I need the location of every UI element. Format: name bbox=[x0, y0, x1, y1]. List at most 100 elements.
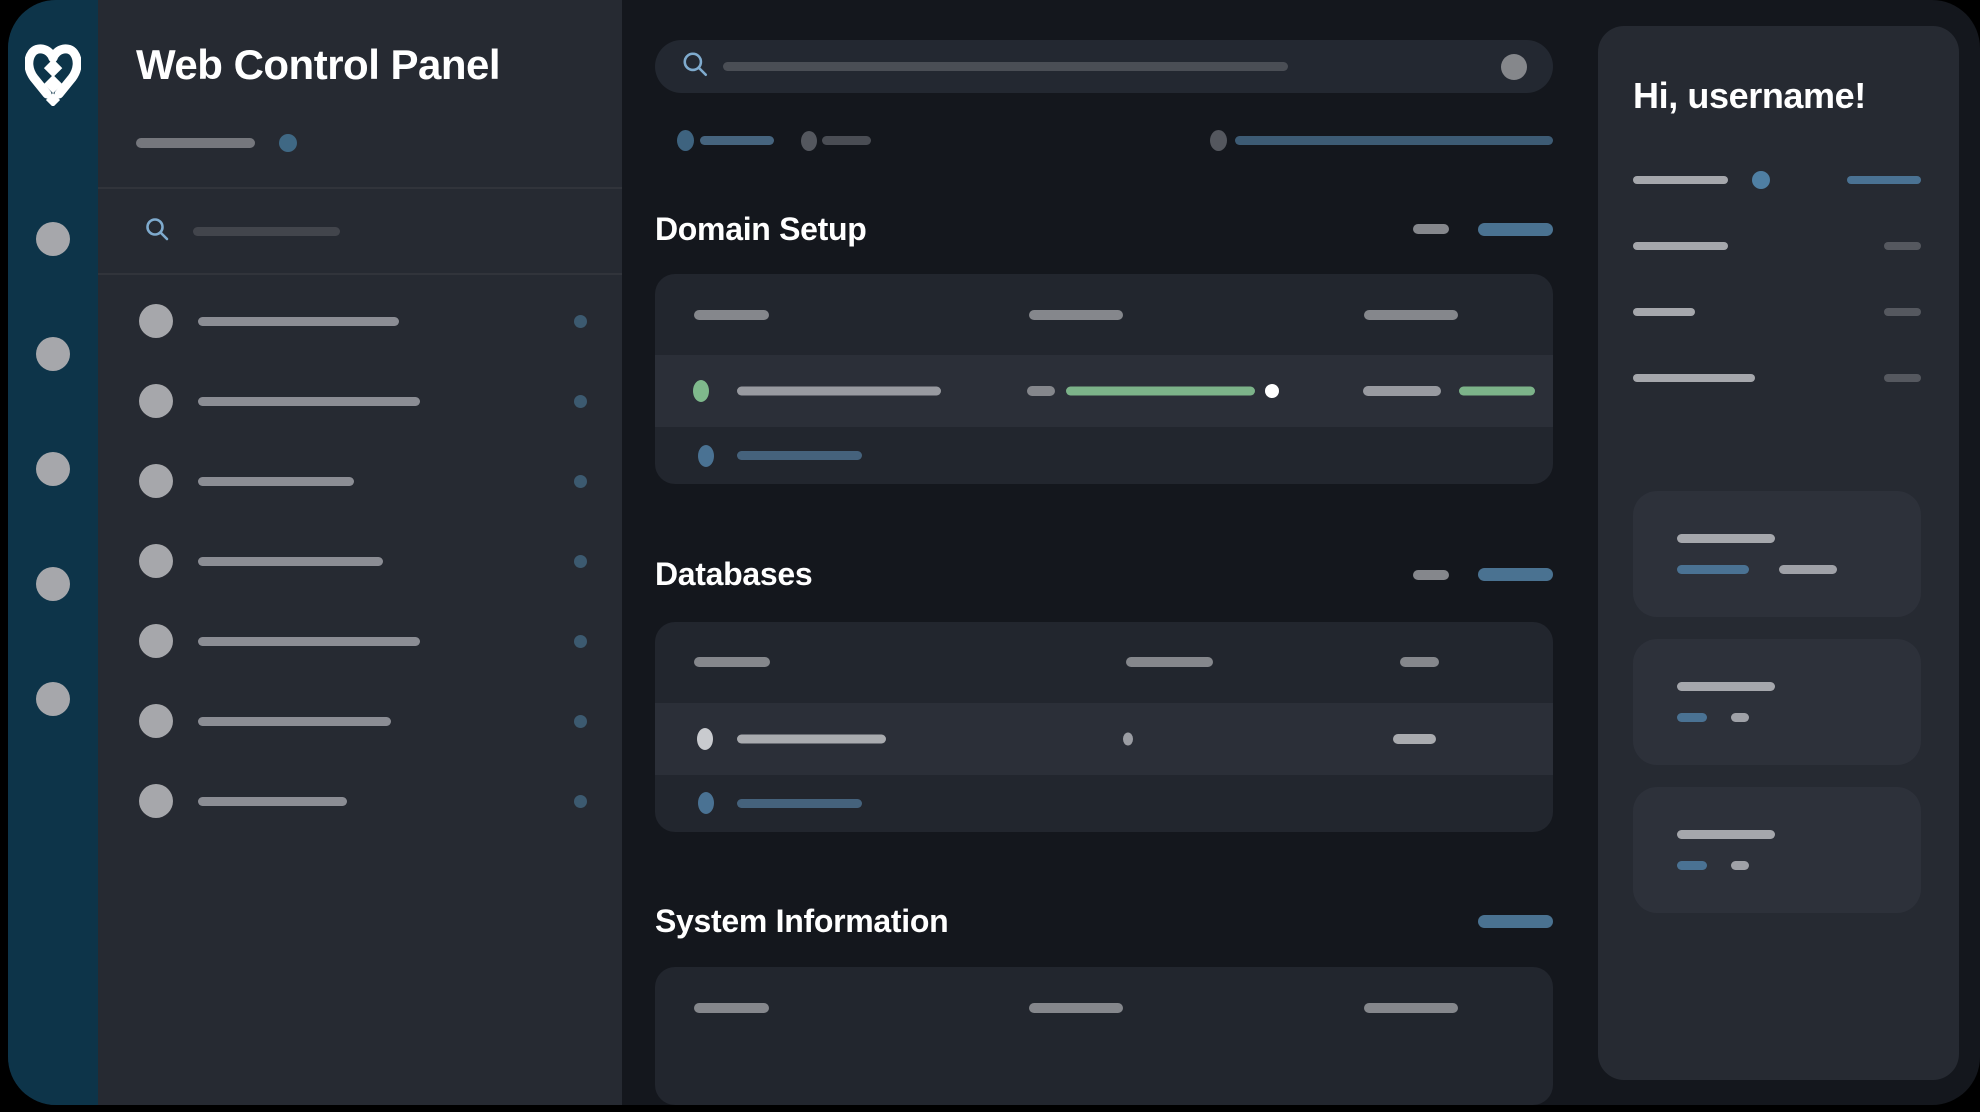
item-label-bar bbox=[198, 636, 420, 646]
progress-thumb bbox=[1265, 384, 1279, 399]
rail-shortcut-1[interactable] bbox=[36, 337, 70, 371]
link-bar bbox=[737, 451, 862, 461]
info-label bbox=[1633, 374, 1755, 382]
cell-database-name bbox=[737, 734, 886, 744]
item-icon-circle bbox=[139, 704, 173, 738]
card-title-bar bbox=[1677, 830, 1775, 839]
card-value-bar bbox=[1731, 861, 1749, 870]
item-badge-dot bbox=[574, 794, 587, 808]
card-link-bar[interactable] bbox=[1677, 713, 1707, 722]
item-label-bar bbox=[198, 556, 383, 566]
sidebar-item-2[interactable] bbox=[98, 441, 622, 521]
user-panel: Hi, username! bbox=[1598, 26, 1959, 1080]
cell-progress-green bbox=[1066, 386, 1255, 396]
item-icon-circle bbox=[139, 544, 173, 578]
user-info-row bbox=[1633, 372, 1921, 384]
cell-badge-green bbox=[1459, 386, 1535, 396]
sidebar-subtitle-skeleton bbox=[136, 134, 622, 152]
item-badge-dot bbox=[574, 714, 587, 728]
rail-shortcut-2[interactable] bbox=[36, 452, 70, 486]
cell-value bbox=[1363, 386, 1441, 397]
main-content: Domain Setup bbox=[655, 0, 1553, 1105]
table-header-row bbox=[655, 274, 1553, 355]
scroll-indicator-bar[interactable] bbox=[1235, 136, 1553, 146]
create-database-link[interactable] bbox=[655, 775, 1553, 832]
card-value-bar bbox=[1731, 713, 1749, 722]
item-badge-dot bbox=[574, 474, 587, 488]
item-badge-dot bbox=[574, 554, 587, 568]
item-icon-circle bbox=[139, 304, 173, 338]
section-title: Databases bbox=[655, 556, 813, 593]
global-search-input[interactable] bbox=[655, 40, 1553, 94]
item-label-bar bbox=[198, 796, 347, 806]
sidebar-item-3[interactable] bbox=[98, 521, 622, 601]
rail-shortcut-4[interactable] bbox=[36, 682, 70, 716]
sidebar-search-placeholder bbox=[193, 226, 340, 236]
item-label-bar bbox=[198, 476, 354, 486]
section-actions bbox=[1413, 568, 1553, 582]
sidebar-item-6[interactable] bbox=[98, 761, 622, 841]
breadcrumb-bar[interactable] bbox=[822, 136, 871, 146]
info-status-dot bbox=[1752, 171, 1770, 189]
info-value bbox=[1884, 308, 1921, 316]
column-header bbox=[1029, 1002, 1123, 1013]
table-header-row bbox=[655, 622, 1553, 703]
app-title: Web Control Panel bbox=[136, 41, 501, 88]
link-dot bbox=[698, 444, 714, 467]
user-info-row bbox=[1633, 171, 1921, 189]
info-label bbox=[1633, 242, 1728, 250]
system-information-table bbox=[655, 967, 1553, 1105]
item-icon-circle bbox=[139, 384, 173, 418]
link-dot bbox=[698, 792, 714, 815]
subtitle-status-dot bbox=[279, 134, 297, 152]
panel-card[interactable] bbox=[1633, 787, 1921, 913]
search-icon bbox=[681, 50, 709, 83]
column-header bbox=[1029, 309, 1123, 320]
cell-label bbox=[1027, 386, 1055, 397]
primary-action-button[interactable] bbox=[1478, 568, 1553, 582]
card-link-bar[interactable] bbox=[1677, 565, 1749, 574]
panel-card[interactable] bbox=[1633, 491, 1921, 617]
panel-card[interactable] bbox=[1633, 639, 1921, 765]
table-row[interactable] bbox=[655, 355, 1553, 428]
cell-domain-name bbox=[737, 386, 941, 396]
info-value-link[interactable] bbox=[1847, 176, 1921, 184]
info-value bbox=[1884, 242, 1921, 250]
sidebar-item-5[interactable] bbox=[98, 681, 622, 761]
brand-logo-icon[interactable] bbox=[24, 44, 82, 111]
search-trailing-button[interactable] bbox=[1501, 53, 1527, 80]
info-label bbox=[1633, 176, 1728, 184]
card-title-bar bbox=[1677, 534, 1775, 543]
column-header bbox=[1400, 657, 1439, 668]
primary-action-button[interactable] bbox=[1478, 915, 1553, 928]
domain-setup-table bbox=[655, 274, 1553, 484]
breadcrumb-dot-active[interactable] bbox=[677, 130, 694, 152]
status-dot bbox=[697, 727, 713, 750]
section-title: System Information bbox=[655, 903, 949, 939]
column-header bbox=[694, 1002, 769, 1013]
app-window: Web Control Panel bbox=[8, 0, 1980, 1105]
create-domain-link[interactable] bbox=[655, 427, 1553, 484]
card-link-bar[interactable] bbox=[1677, 861, 1707, 870]
column-header bbox=[694, 309, 769, 320]
breadcrumb-dot[interactable] bbox=[801, 130, 817, 151]
sidebar-item-1[interactable] bbox=[98, 361, 622, 441]
section-title: Domain Setup bbox=[655, 210, 867, 247]
rail-shortcut-3[interactable] bbox=[36, 567, 70, 601]
primary-action-button[interactable] bbox=[1478, 222, 1553, 236]
table-row[interactable] bbox=[655, 702, 1553, 775]
search-placeholder-bar bbox=[723, 62, 1288, 72]
sidebar-item-0[interactable] bbox=[98, 281, 622, 361]
sidebar-search[interactable] bbox=[98, 189, 622, 273]
card-value-bar bbox=[1779, 565, 1837, 574]
rail-shortcut-0[interactable] bbox=[36, 222, 70, 256]
item-label-bar bbox=[198, 316, 399, 326]
item-badge-dot bbox=[574, 394, 587, 408]
secondary-action-button[interactable] bbox=[1413, 224, 1449, 235]
secondary-action-button[interactable] bbox=[1413, 569, 1449, 580]
breadcrumb-bar-active[interactable] bbox=[700, 136, 774, 146]
link-bar bbox=[737, 798, 862, 808]
sidebar-item-4[interactable] bbox=[98, 601, 622, 681]
sidebar-menu bbox=[98, 275, 622, 841]
section-actions bbox=[1413, 222, 1553, 236]
